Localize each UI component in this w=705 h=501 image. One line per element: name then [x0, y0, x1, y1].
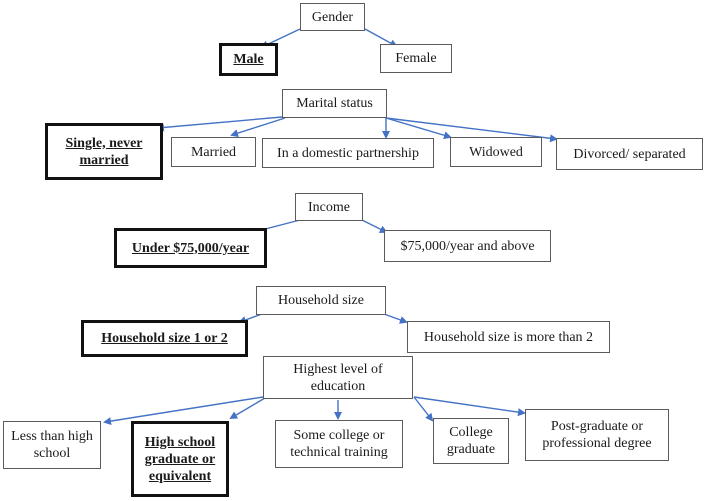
node-single-never-married: Single, never married: [45, 123, 163, 180]
node-domestic-partnership: In a domestic partnership: [262, 138, 434, 168]
node-gender: Gender: [300, 3, 365, 31]
arrow-edu-highschool: [229, 397, 266, 420]
node-less-than-high-school: Less than high school: [3, 421, 101, 469]
arrow-marital-widowed: [385, 117, 452, 140]
arrow-income-above: [361, 219, 388, 233]
node-marital-status: Marital status: [282, 89, 387, 118]
node-post-graduate: Post-graduate or professional degree: [525, 409, 669, 461]
arrow-marital-single: [156, 116, 283, 132]
node-income: Income: [295, 193, 363, 221]
node-education: Highest level of education: [263, 356, 413, 399]
node-male: Male: [219, 43, 278, 76]
node-female: Female: [380, 44, 452, 73]
node-college-graduate: College graduate: [433, 418, 509, 464]
node-widowed: Widowed: [450, 137, 542, 167]
arrow-edu-postgrad: [413, 396, 526, 417]
arrow-edu-less: [103, 396, 264, 426]
node-household-1-or-2: Household size 1 or 2: [81, 320, 248, 357]
arrow-marital-divorced: [385, 117, 558, 143]
node-household-more-than-2: Household size is more than 2: [407, 321, 610, 353]
node-high-school-graduate: High school graduate or equivalent: [131, 421, 229, 497]
arrow-edu-college: [413, 396, 434, 422]
arrow-household-large: [383, 313, 408, 324]
node-household-size: Household size: [256, 286, 386, 315]
node-75000-and-above: $75,000/year and above: [384, 230, 551, 262]
node-some-college: Some college or technical training: [275, 420, 403, 468]
node-married: Married: [171, 137, 256, 167]
node-divorced-separated: Divorced/ separated: [556, 138, 703, 170]
node-under-75000: Under $75,000/year: [114, 228, 267, 268]
arrow-marital-married: [230, 117, 286, 137]
arrow-gender-female: [364, 28, 398, 47]
